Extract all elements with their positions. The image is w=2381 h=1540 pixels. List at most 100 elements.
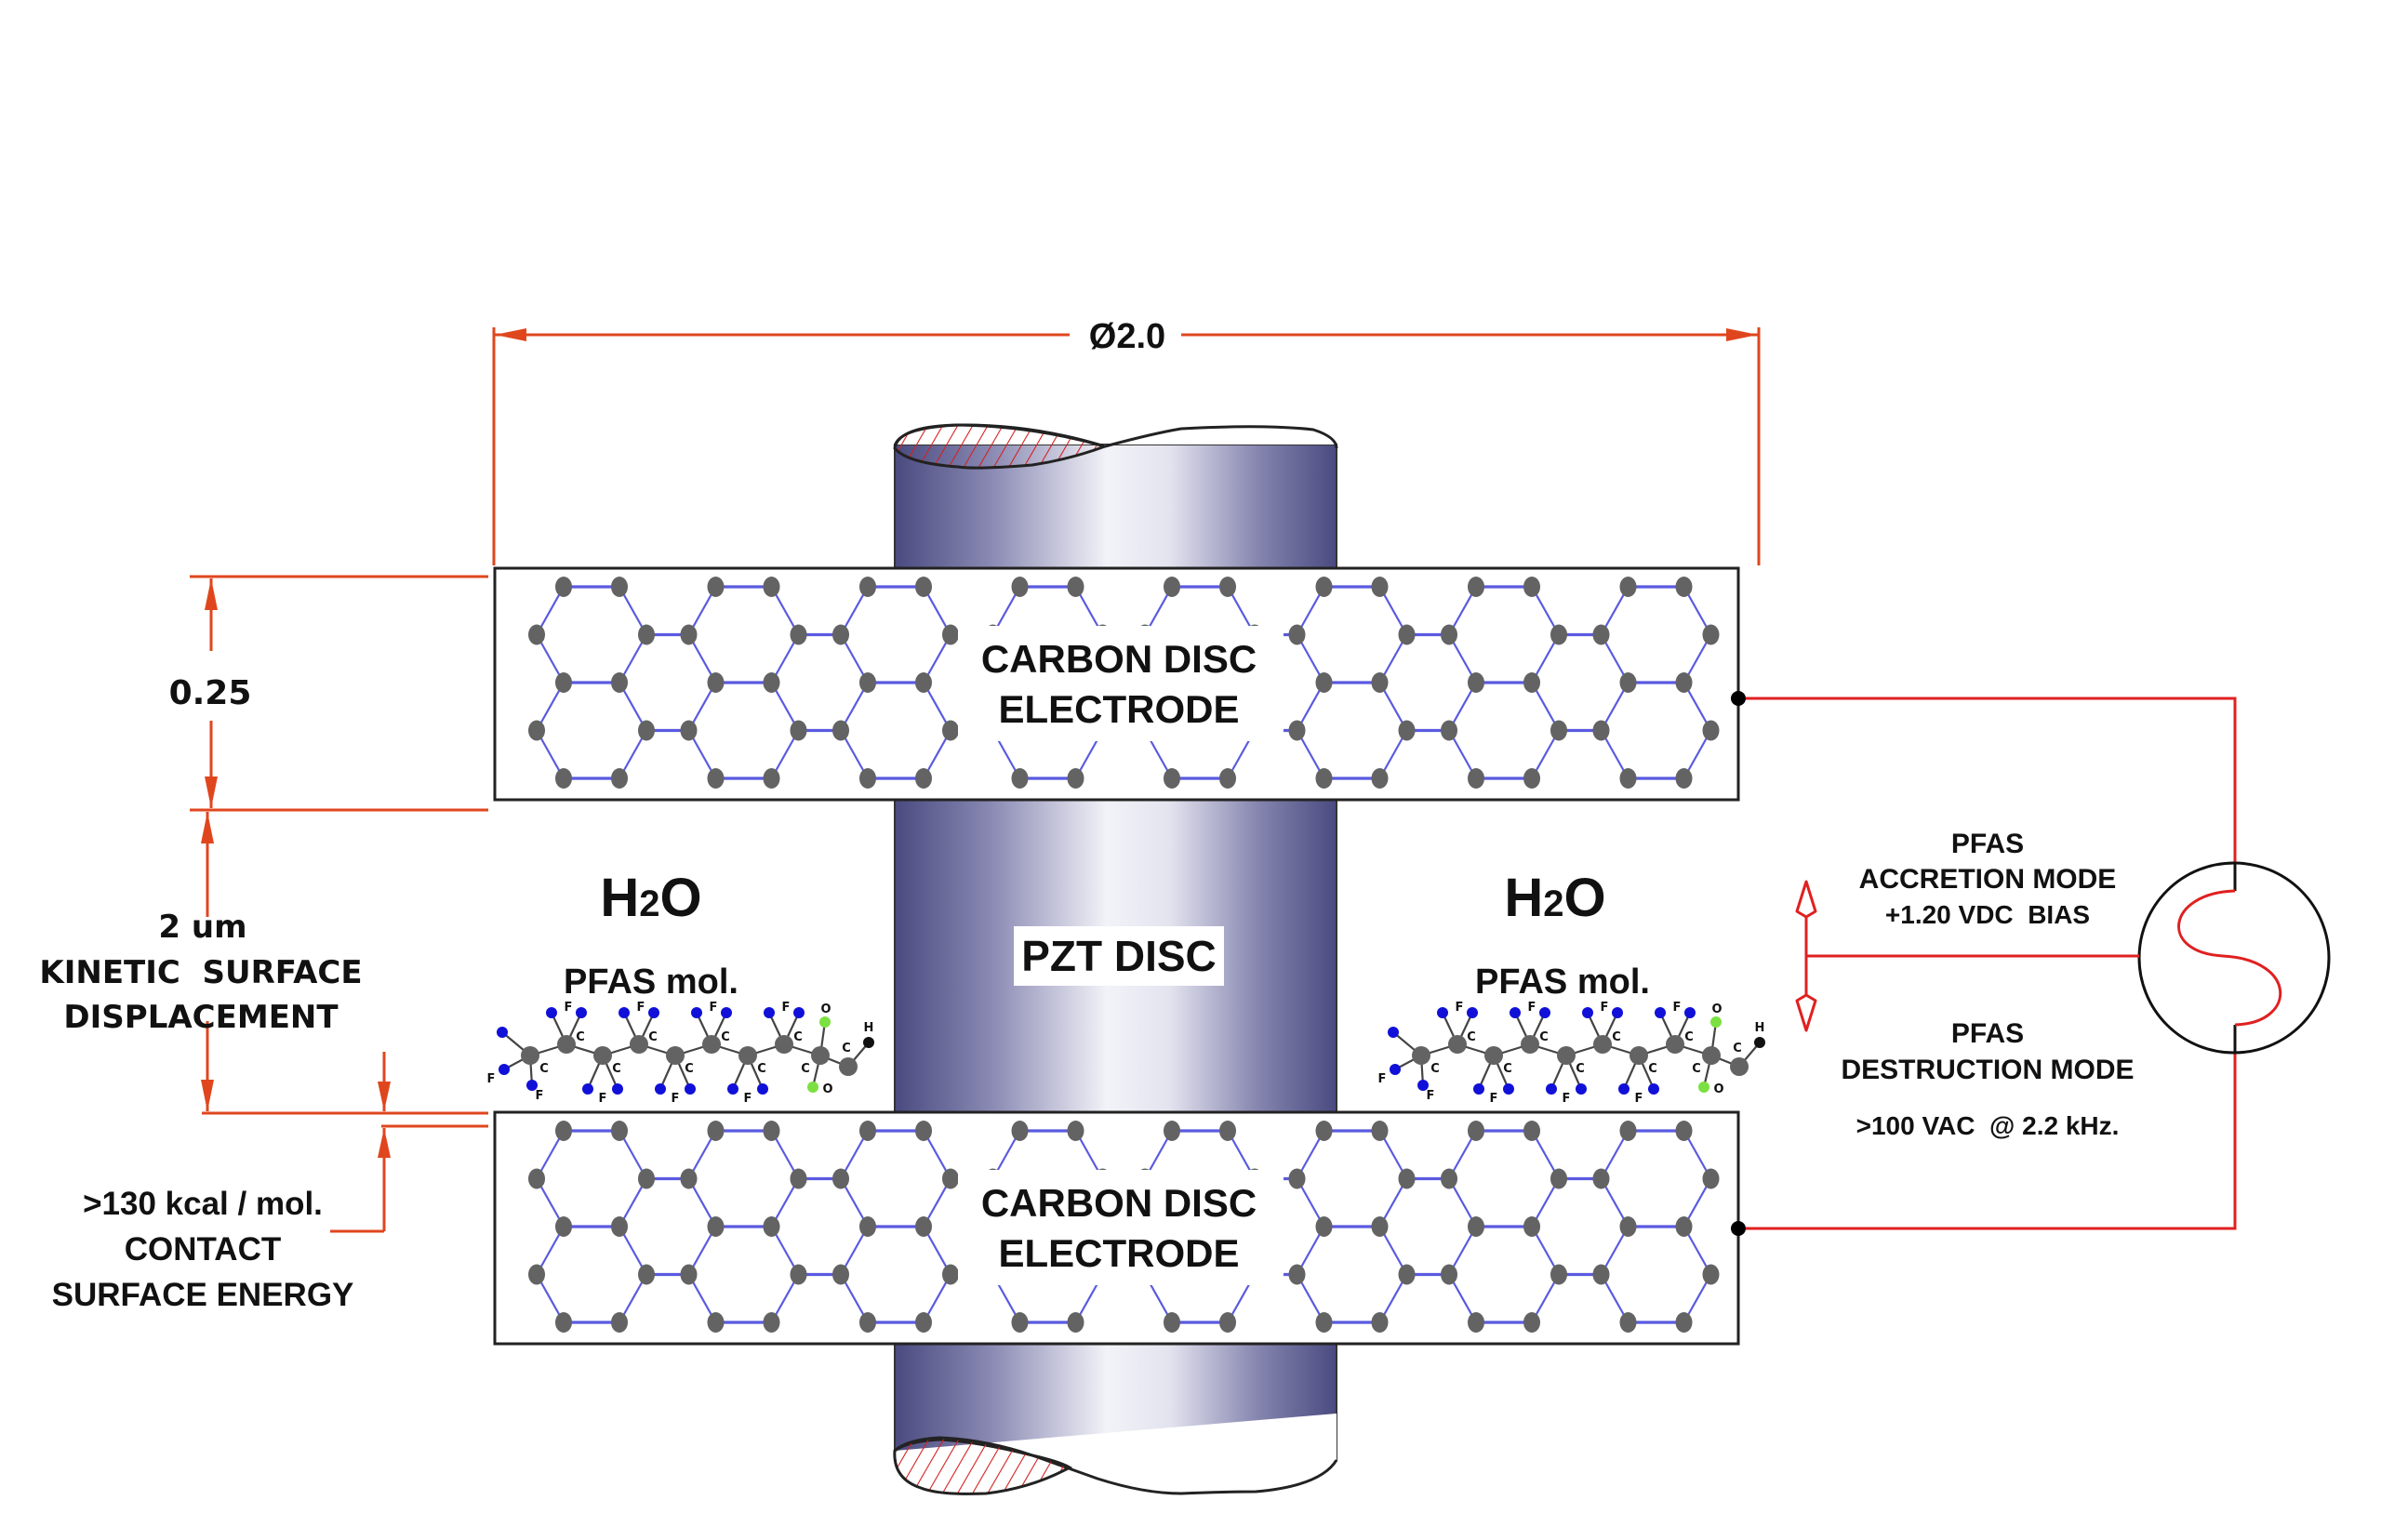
ac-source-icon[interactable]: [2137, 861, 2331, 1055]
carbon-atom: [521, 1046, 539, 1065]
fluorine-atom: [546, 1007, 557, 1018]
carbon-atom: [1550, 624, 1567, 645]
carbon-atom: [680, 1264, 698, 1285]
carbon-atom: [1702, 1168, 1720, 1189]
arrowhead-up-icon: [378, 1128, 391, 1158]
pfas-label-right: PFAS mol.: [1475, 962, 1650, 1002]
atom-label: C: [648, 1030, 658, 1044]
terminal-dot-icon[interactable]: [1731, 1221, 1746, 1236]
fluorine-atom: [793, 1007, 805, 1018]
atom-label: O: [822, 1082, 832, 1096]
carbon-atom: [1067, 1312, 1084, 1333]
carbon-atom: [763, 1121, 780, 1141]
atom-label: F: [782, 1001, 791, 1015]
carbon-atom: [915, 768, 932, 789]
carbon-atom: [839, 1057, 858, 1076]
carbon-atom: [1468, 1216, 1484, 1237]
top-electrode-label-line2: ELECTRODE: [998, 687, 1239, 731]
carbon-atom: [555, 1121, 572, 1141]
fluorine-atom: [764, 1007, 775, 1018]
atom-label: F: [1427, 1089, 1435, 1103]
carbon-atom: [557, 1035, 576, 1054]
atom-label: C: [685, 1062, 694, 1076]
atom-label: C: [1684, 1030, 1694, 1044]
terminal-dot-icon[interactable]: [1731, 691, 1746, 706]
arrowhead-down-icon: [205, 777, 218, 808]
carbon-atom: [1315, 577, 1333, 597]
carbon-atom: [1702, 624, 1720, 645]
pzt-label: PZT DISC: [1021, 932, 1217, 980]
pzt-bottom-edge: [895, 1414, 1337, 1494]
carbon-atom: [1067, 1121, 1084, 1141]
carbon-atom: [1468, 768, 1484, 789]
atom-label: C: [1648, 1062, 1657, 1076]
oxygen-atom: [807, 1082, 818, 1093]
fluorine-atom: [1684, 1007, 1696, 1018]
accretion-mode-line3: +1.20 VDC BIAS: [1885, 900, 2090, 929]
carbon-atom: [859, 1216, 876, 1237]
energy-label-line2: CONTACT: [125, 1231, 282, 1268]
carbon-atom: [1675, 577, 1693, 597]
carbon-atom: [859, 672, 876, 693]
carbon-atom: [528, 720, 545, 741]
atom-label: H: [1755, 1021, 1765, 1035]
carbon-atom: [1666, 1035, 1684, 1054]
carbon-atom: [1550, 1168, 1567, 1189]
carbon-atom: [1315, 768, 1333, 789]
carbon-atom: [832, 1168, 849, 1189]
top-carbon-electrode: CARBON DISC ELECTRODE: [493, 566, 1740, 802]
atom-label: F: [487, 1072, 496, 1086]
double-arrow-icon[interactable]: [1795, 880, 1817, 1032]
fluorine-atom: [1473, 1083, 1484, 1095]
fluorine-atom: [576, 1007, 587, 1018]
atom-label: F: [599, 1092, 607, 1106]
carbon-atom: [1592, 1264, 1610, 1285]
accretion-mode-line1: PFAS: [1951, 829, 2024, 859]
carbon-atom: [859, 1121, 876, 1141]
carbon-atom: [1523, 1312, 1540, 1333]
hydrogen-atom: [1754, 1037, 1765, 1048]
carbon-atom: [1593, 1035, 1612, 1054]
carbon-atom: [1523, 1121, 1540, 1141]
atom-label: C: [1692, 1062, 1701, 1076]
destruction-mode-label: PFAS DESTRUCTION MODE >100 VAC @ 2.2 kHz…: [1842, 1018, 2135, 1140]
gap-label-line1: 2 um: [158, 909, 246, 946]
carbon-atom: [1398, 720, 1416, 741]
carbon-atom: [1468, 1312, 1484, 1333]
carbon-atom: [1468, 672, 1484, 693]
fluorine-atom: [685, 1083, 696, 1095]
carbon-atom: [1219, 577, 1236, 597]
carbon-atom: [638, 720, 655, 741]
carbon-atom: [1619, 1312, 1637, 1333]
carbon-atom: [1484, 1046, 1503, 1065]
carbon-atom: [611, 1312, 628, 1333]
carbon-atom: [1592, 720, 1610, 741]
fluorine-atom: [1582, 1007, 1593, 1018]
carbon-atom: [832, 624, 849, 645]
carbon-atom: [1371, 1121, 1389, 1141]
destruction-mode-line1: PFAS: [1951, 1018, 2024, 1049]
atom-label: C: [793, 1030, 803, 1044]
carbon-atom: [1371, 1216, 1389, 1237]
carbon-atom: [1619, 672, 1637, 693]
carbon-atom: [942, 1264, 959, 1285]
arrowhead-left-icon: [495, 328, 526, 341]
carbon-atom: [707, 577, 725, 597]
fluorine-atom: [648, 1007, 659, 1018]
top-graphene-lattice: [528, 577, 1720, 789]
atom-label: O: [1711, 1002, 1722, 1016]
bottom-electrode-label-mask: [958, 1170, 1284, 1285]
atom-label: C: [1539, 1030, 1549, 1044]
carbon-atom: [611, 1121, 628, 1141]
carbon-atom: [555, 1312, 572, 1333]
atom-label: F: [1635, 1092, 1643, 1106]
carbon-atom: [763, 768, 780, 789]
fluorine-atom: [691, 1007, 702, 1018]
carbon-atom: [790, 1168, 807, 1189]
fluorine-atom: [655, 1083, 666, 1095]
fluorine-atom: [1546, 1083, 1557, 1095]
carbon-atom: [942, 720, 959, 741]
